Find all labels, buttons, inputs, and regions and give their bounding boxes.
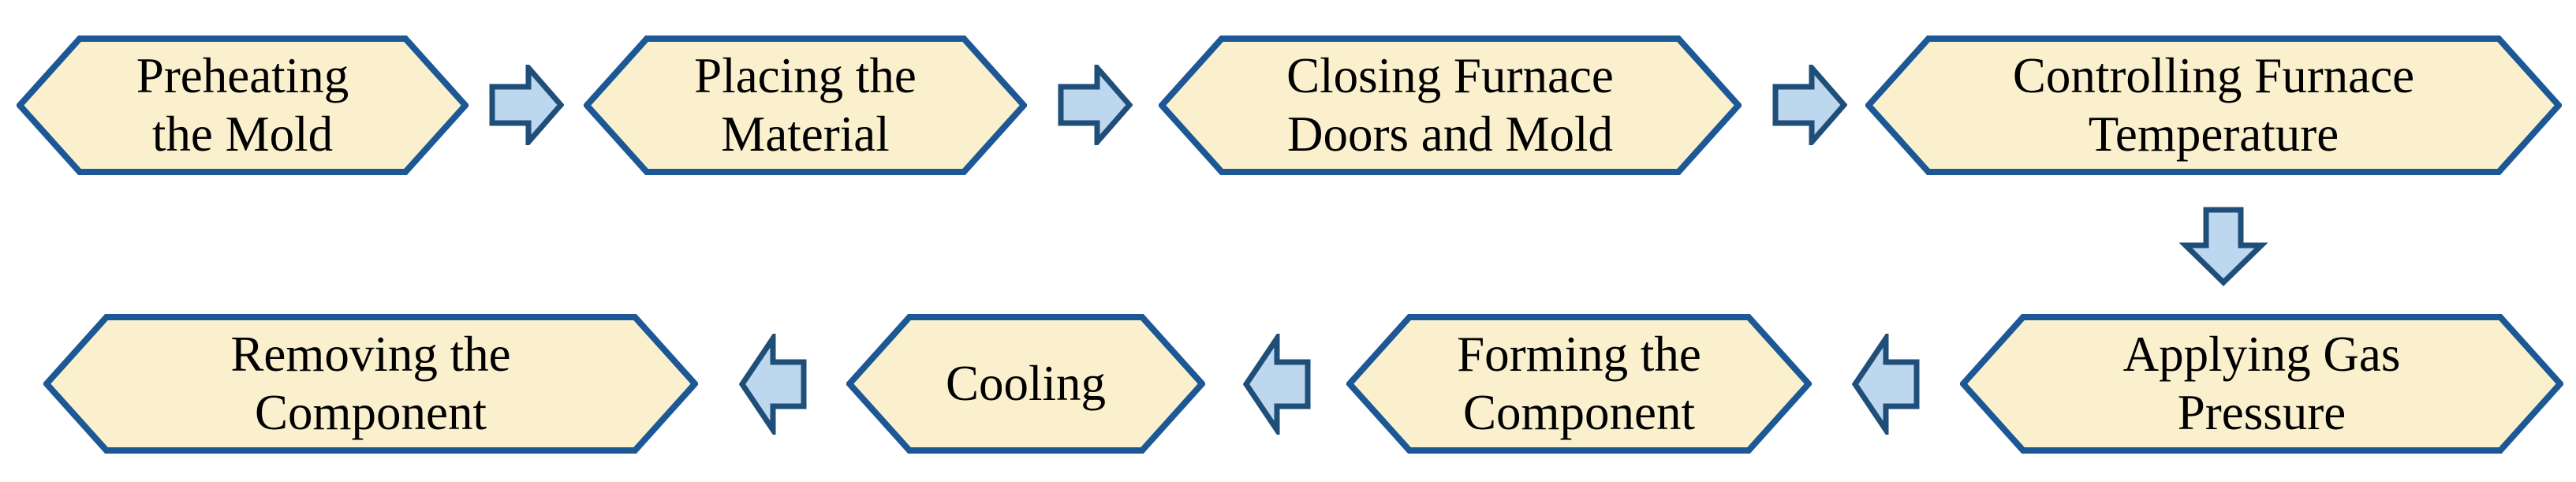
right-arrow-icon <box>1058 65 1133 145</box>
hexagon-shape <box>1960 314 2563 454</box>
step-label: Forming the Component <box>1457 327 1701 440</box>
hexagon-shape <box>1159 35 1742 175</box>
step-label: Preheating the Mold <box>136 48 349 162</box>
step-label: Closing Furnace Doors and Mold <box>1286 48 1614 162</box>
left-arrow-icon <box>1243 334 1311 435</box>
right-arrow-icon <box>489 65 564 145</box>
step-label: Applying Gas Pressure <box>2122 327 2401 440</box>
right-arrow-icon <box>1772 65 1847 145</box>
hexagon-shape <box>17 35 469 175</box>
step-removing-the-component: Removing the Component <box>43 314 698 454</box>
hexagon-shape <box>43 314 698 454</box>
hexagon-shape <box>846 314 1205 454</box>
step-label: Removing the Component <box>230 327 511 440</box>
left-arrow-icon <box>739 334 807 435</box>
step-cooling: Cooling <box>846 314 1205 454</box>
step-closing-furnace-doors-and-mold: Closing Furnace Doors and Mold <box>1159 35 1742 175</box>
hexagon-shape <box>1346 314 1812 454</box>
step-applying-gas-pressure: Applying Gas Pressure <box>1960 314 2563 454</box>
step-label: Cooling <box>945 355 1107 411</box>
hexagon-shape <box>584 35 1027 175</box>
step-label: Placing the Material <box>694 48 917 162</box>
left-arrow-icon <box>1852 334 1920 435</box>
step-forming-the-component: Forming the Component <box>1346 314 1812 454</box>
hexagon-shape <box>1865 35 2562 175</box>
step-preheating-the-mold: Preheating the Mold <box>17 35 469 175</box>
down-arrow-icon <box>2179 207 2268 286</box>
step-controlling-furnace-temperature: Controlling Furnace Temperature <box>1865 35 2562 175</box>
step-placing-the-material: Placing the Material <box>584 35 1027 175</box>
step-label: Controlling Furnace Temperature <box>2012 48 2415 162</box>
